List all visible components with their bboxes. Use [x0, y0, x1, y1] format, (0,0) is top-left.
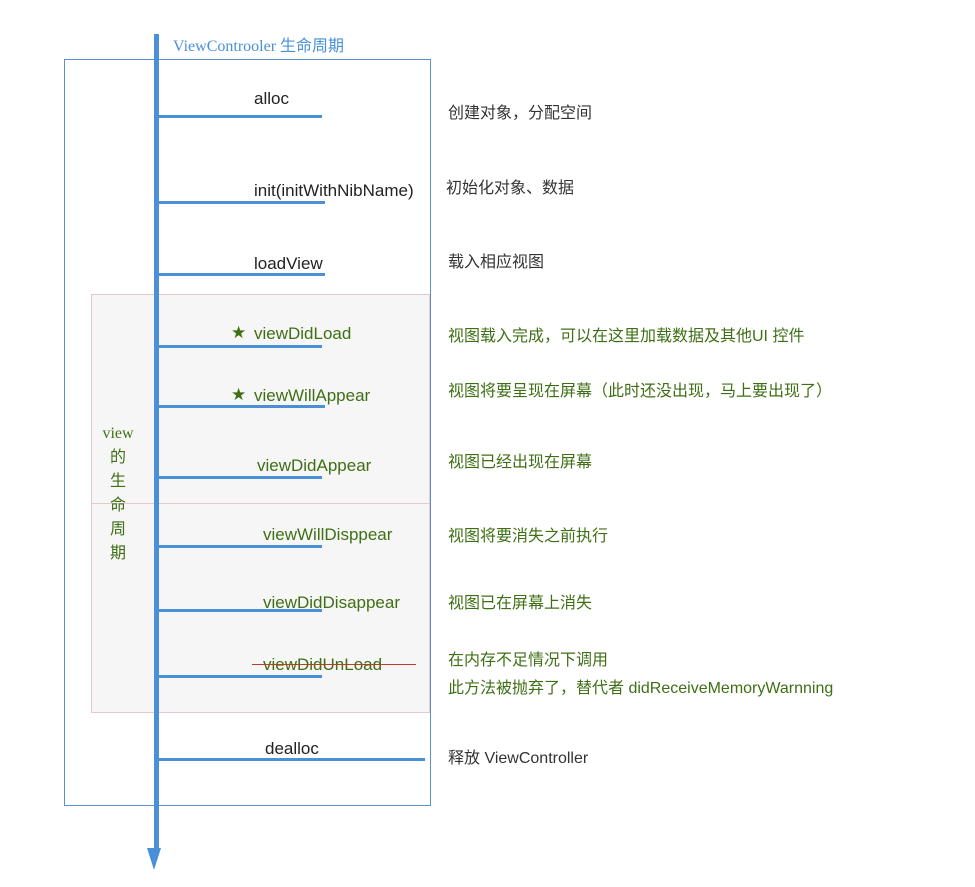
method-viewwilldisppear: viewWillDisppear — [263, 525, 393, 544]
tick-viewdidload — [157, 345, 322, 348]
method-viewwillappear: viewWillAppear — [254, 386, 371, 405]
view-lifecycle-label: view 的 生 命 周 期 — [100, 422, 136, 566]
method-viewdiddisappear: viewDidDisappear — [263, 593, 401, 612]
desc-viewdidload: 视图载入完成，可以在这里加载数据及其他UI 控件 — [448, 328, 805, 345]
tick-init — [157, 201, 325, 204]
view-label-char: 期 — [109, 545, 126, 562]
method-alloc: alloc — [254, 89, 289, 108]
tick-viewwillappear — [157, 405, 325, 408]
view-label-char: 生 — [109, 473, 126, 490]
view-label-char: 命 — [109, 497, 126, 514]
timeline-axis — [154, 34, 159, 852]
tick-dealloc — [157, 758, 425, 761]
desc-viewdidunload: 在内存不足情况下调用 — [448, 652, 609, 669]
desc-alloc: 创建对象，分配空间 — [448, 105, 593, 122]
diagram-title: ViewControoler 生命周期 — [173, 38, 345, 55]
star-icon: ★ — [231, 385, 247, 404]
strikethrough-line — [252, 664, 416, 665]
method-loadview: loadView — [254, 254, 323, 273]
tick-viewwilldisppear — [157, 545, 322, 548]
desc-viewdiddisappear: 视图已在屏幕上消失 — [448, 595, 593, 612]
controller-lifecycle-box — [64, 59, 431, 806]
tick-alloc — [157, 115, 322, 118]
view-label-char: view — [102, 425, 134, 442]
tick-viewdidappear — [157, 476, 322, 479]
desc-viewdidunload-deprecated: 此方法被抛弃了，替代者 didReceiveMemoryWarnning — [448, 680, 834, 697]
timeline-arrow-head — [147, 848, 161, 870]
desc-dealloc: 释放 ViewController — [448, 750, 589, 767]
method-viewdidappear: viewDidAppear — [257, 456, 372, 475]
method-viewdidunload: viewDidUnLoad — [263, 655, 383, 674]
desc-viewwillappear: 视图将要呈现在屏幕（此时还没出现，马上要出现了） — [448, 383, 833, 400]
tick-viewdiddisappear — [157, 609, 322, 612]
desc-viewwilldisppear: 视图将要消失之前执行 — [448, 528, 609, 545]
desc-loadview: 载入相应视图 — [448, 254, 545, 271]
tick-loadview — [157, 273, 325, 276]
view-label-char: 的 — [109, 449, 126, 466]
view-label-char: 周 — [109, 521, 126, 538]
method-viewdidload: viewDidLoad — [254, 324, 352, 343]
tick-viewdidunload — [157, 675, 322, 678]
desc-init: 初始化对象、数据 — [446, 180, 575, 197]
view-box-divider — [91, 503, 430, 504]
method-init: init(initWithNibName) — [254, 181, 414, 200]
desc-viewdidappear: 视图已经出现在屏幕 — [448, 454, 593, 471]
method-dealloc: dealloc — [265, 739, 319, 758]
star-icon: ★ — [231, 323, 247, 342]
